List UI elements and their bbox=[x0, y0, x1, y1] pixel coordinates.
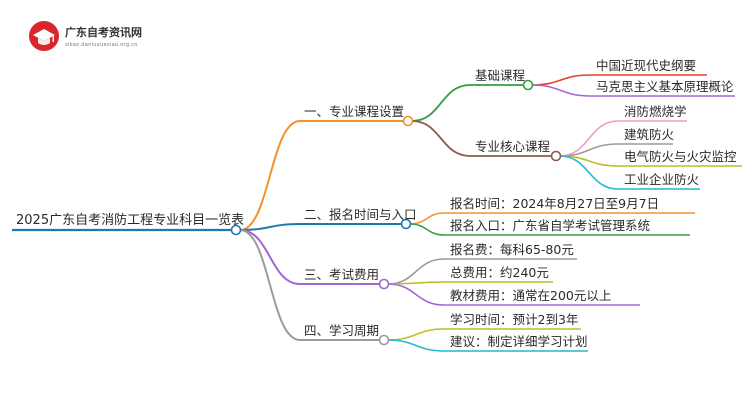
branch-2-node bbox=[400, 218, 412, 230]
branch-1-sub-1-node bbox=[522, 79, 534, 91]
branch-2-connector bbox=[239, 223, 301, 231]
branch-4-connector bbox=[239, 229, 301, 341]
leaf-3-1-label: 报名费：每科65-80元 bbox=[450, 242, 574, 257]
leaf-1-2-2-label: 建筑防火 bbox=[624, 127, 675, 142]
root-topic-label: 2025广东自考消防工程专业科目一览表 bbox=[16, 213, 245, 228]
graduation-cap-icon bbox=[29, 21, 59, 51]
branch-1-sub-2-connector bbox=[411, 120, 471, 157]
site-name: 广东自考资讯网 bbox=[65, 26, 142, 39]
leaf-2-2-connector bbox=[409, 223, 445, 236]
site-domain: zikao.danluxuexiao.org.cn bbox=[65, 42, 138, 48]
branch-1-connector bbox=[239, 120, 301, 231]
branch-3-label: 三、考试费用 bbox=[304, 267, 380, 282]
leaf-4-1-connector bbox=[387, 328, 445, 341]
branch-1-sub-2-label: 专业核心课程 bbox=[475, 139, 551, 154]
leaf-3-1-connector bbox=[387, 258, 445, 285]
branch-1-label: 一、专业课程设置 bbox=[304, 104, 405, 119]
branch-4-label: 四、学习周期 bbox=[304, 323, 380, 338]
branch-2-label: 二、报名时间与入口 bbox=[304, 207, 417, 222]
branch-1-sub-1-connector bbox=[411, 84, 471, 122]
leaf-3-2-label: 总费用：约240元 bbox=[450, 265, 549, 280]
leaf-1-2-4-connector bbox=[559, 155, 619, 190]
leaf-3-3-connector bbox=[387, 283, 445, 306]
leaf-1-1-1-connector bbox=[531, 74, 591, 86]
leaf-1-2-1-label: 消防燃烧学 bbox=[624, 104, 687, 119]
leaf-4-2-connector bbox=[387, 339, 445, 352]
branch-1-sub-1-label: 基础课程 bbox=[475, 68, 526, 83]
leaf-4-2-label: 建议：制定详细学习计划 bbox=[450, 334, 588, 349]
leaf-1-1-2-label: 马克思主义基本原理概论 bbox=[596, 79, 734, 94]
branch-1-node bbox=[402, 115, 414, 127]
leaf-1-1-2-connector bbox=[531, 84, 591, 97]
leaf-1-2-3-label: 电气防火与火灾监控 bbox=[624, 149, 737, 164]
branch-4-node bbox=[378, 334, 390, 346]
site-logo: 广东自考资讯网 zikao.danluxuexiao.org.cn bbox=[28, 20, 148, 54]
branch-1-sub-2-node bbox=[550, 150, 562, 162]
leaf-4-1-label: 学习时间：预计2到3年 bbox=[450, 312, 579, 327]
leaf-2-1-label: 报名时间：2024年8月27日至9月7日 bbox=[450, 196, 660, 211]
leaf-3-3-label: 教材费用：通常在200元以上 bbox=[450, 288, 612, 303]
root-node bbox=[230, 224, 242, 236]
leaf-1-2-4-label: 工业企业防火 bbox=[624, 172, 700, 187]
leaf-1-1-1-label: 中国近现代史纲要 bbox=[596, 58, 697, 73]
branch-3-connector bbox=[239, 229, 301, 285]
branch-3-node bbox=[378, 278, 390, 290]
leaf-2-2-label: 报名入口：广东省自学考试管理系统 bbox=[450, 218, 651, 233]
